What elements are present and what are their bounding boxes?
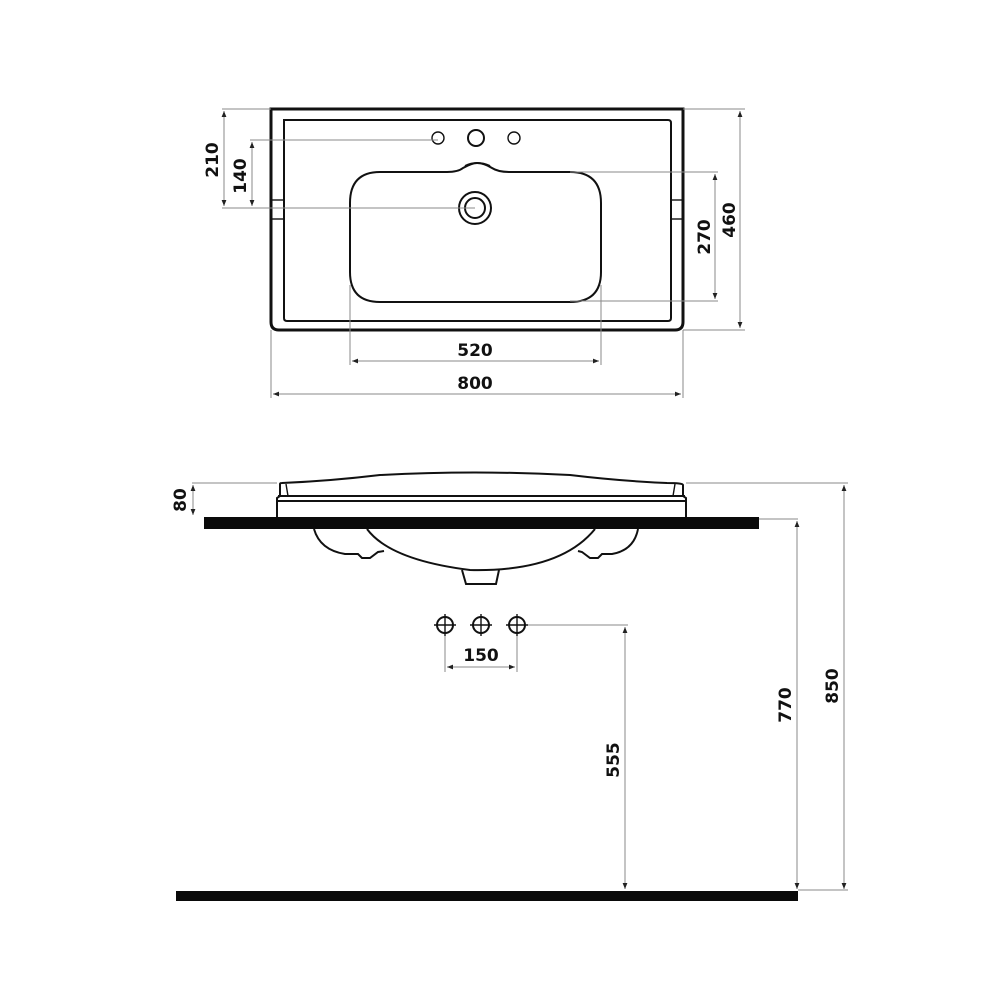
dim-label-270: 270 xyxy=(695,219,715,255)
dim-label-770: 770 xyxy=(776,687,796,723)
top-view: 210 140 270 460 520 800 xyxy=(203,107,745,398)
left-rim-detail xyxy=(285,483,289,497)
dim-label-800: 800 xyxy=(457,374,493,394)
overflow-notch xyxy=(464,162,491,167)
tap-hole-left-icon xyxy=(431,131,445,145)
tap-hole-center-icon xyxy=(467,129,485,147)
right-side-slot xyxy=(670,199,684,220)
bowl-outline xyxy=(349,161,602,303)
dim-label-850: 850 xyxy=(823,668,843,704)
right-rim-detail xyxy=(672,483,676,497)
tap-hole-right-icon xyxy=(507,131,521,145)
dim-label-140: 140 xyxy=(231,158,251,194)
dim-label-150: 150 xyxy=(463,646,499,666)
dim-label-460: 460 xyxy=(720,202,740,238)
tap-supply-center-icon xyxy=(470,614,492,636)
tap-supply-right-icon xyxy=(506,614,528,636)
dim-label-80: 80 xyxy=(171,488,191,512)
dim-label-520: 520 xyxy=(457,341,493,361)
tap-supply-left-icon xyxy=(434,614,456,636)
countertop xyxy=(204,517,759,529)
basin-outer-outline xyxy=(269,107,685,332)
basin-side-profile xyxy=(276,471,687,517)
floor-line xyxy=(176,891,798,901)
dim-label-555: 555 xyxy=(604,742,624,778)
left-side-slot xyxy=(270,199,285,220)
drain-outlet xyxy=(461,569,500,585)
right-support-profile xyxy=(577,528,639,559)
dim-label-210: 210 xyxy=(203,142,223,178)
under-bowl-profile xyxy=(366,528,596,572)
left-support-profile xyxy=(313,528,385,559)
basin-inner-rim xyxy=(283,119,672,322)
side-view: 80 150 555 770 850 xyxy=(171,471,848,901)
